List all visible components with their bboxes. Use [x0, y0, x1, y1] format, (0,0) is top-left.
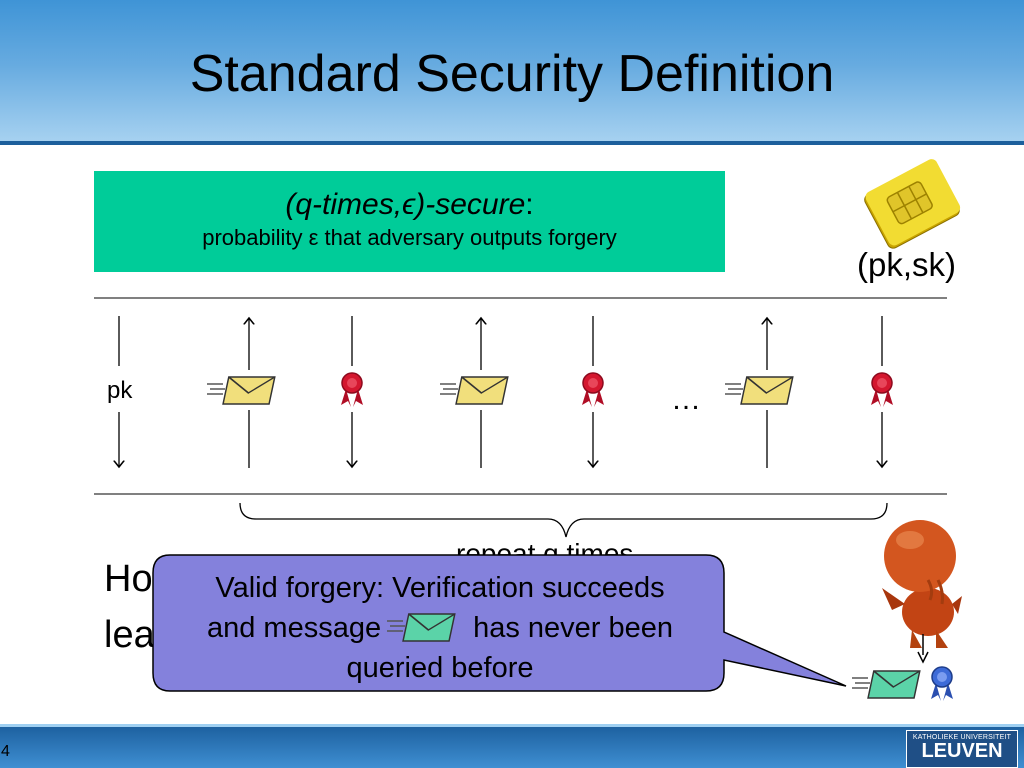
footer-topline [0, 724, 1024, 727]
callout-line3: queried before [346, 652, 534, 684]
callout-line2: and message has never been [160, 608, 720, 648]
pk-label: pk [107, 377, 133, 404]
title-separator [0, 141, 1024, 145]
forged-envelope-icon [852, 670, 921, 699]
callout-line1: Valid forgery: Verification succeeds [215, 572, 665, 604]
callout-line2-after: has never been [473, 612, 674, 644]
envelope-icon [440, 376, 509, 405]
footer-bar [0, 724, 1024, 768]
envelope-icon [207, 376, 276, 405]
envelope-icon [725, 376, 794, 405]
university-logo: KATHOLIEKE UNIVERSITEIT LEUVEN [906, 730, 1018, 768]
definition-heading: (q-times,ϵ)-secure: [94, 188, 725, 222]
callout-line2-before: and message [206, 612, 382, 644]
rosette-icon [341, 372, 363, 407]
obscured-text-line2: lea [104, 614, 155, 656]
definition-heading-colon: : [525, 188, 534, 221]
title-bar [0, 0, 1024, 145]
logo-top-text: KATHOLIEKE UNIVERSITEIT [912, 734, 1012, 741]
logo-main-text: LEUVEN [921, 740, 1003, 762]
obscured-text-line1: Ho [104, 558, 153, 600]
definition-heading-term: (q-times,ϵ)-secure [285, 188, 526, 221]
page-number: 4 [1, 743, 10, 760]
repeat-brace [239, 502, 888, 538]
callout-text: Valid forgery: Verification succeeds and… [160, 568, 720, 688]
slide-title: Standard Security Definition [189, 45, 835, 103]
keypair-label: (pk,sk) [857, 246, 956, 283]
callout-envelope-icon [387, 613, 456, 642]
smartcard-icon [864, 159, 961, 249]
ellipsis: … [671, 383, 701, 416]
definition-body: probability ε that adversary outputs for… [202, 225, 617, 250]
forged-rosette-icon [931, 666, 953, 701]
rosette-icon [871, 372, 893, 407]
adversary-icon [882, 520, 962, 664]
definition-box: (q-times,ϵ)-secure: probability ε that a… [94, 171, 725, 272]
rosette-icon [582, 372, 604, 407]
